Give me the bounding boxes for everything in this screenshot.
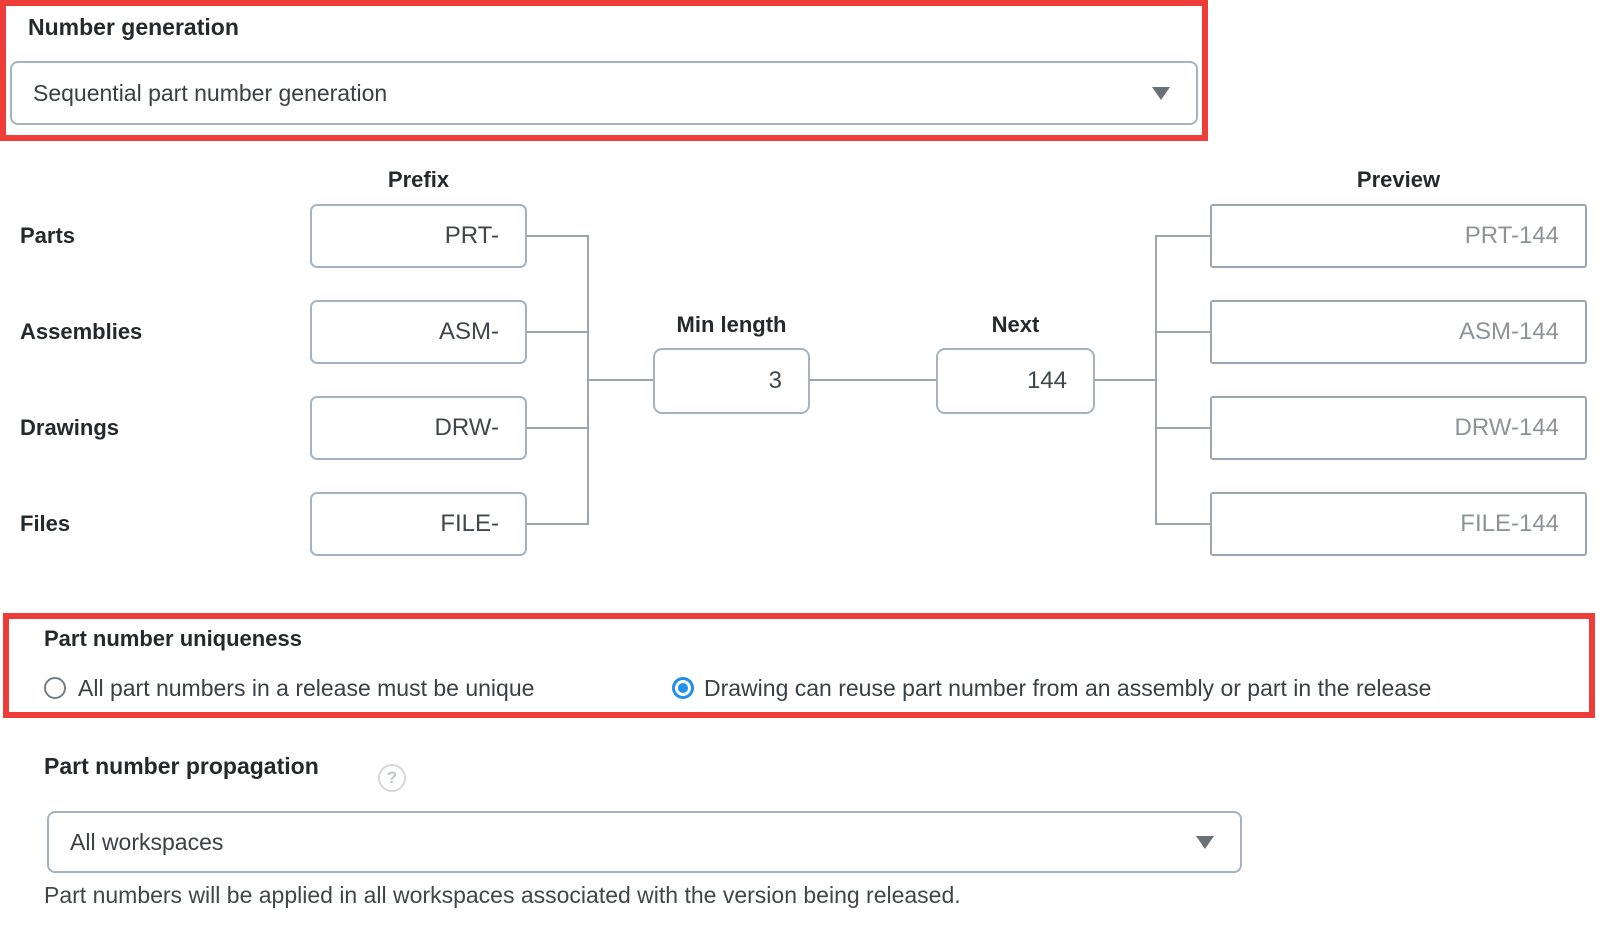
number-generation-dropdown[interactable]: Sequential part number generation	[10, 61, 1198, 125]
prefix-input-files[interactable]: FILE-	[310, 492, 527, 556]
row-label-drawings: Drawings	[20, 415, 120, 440]
connector-line	[527, 235, 587, 237]
row-label-parts: Parts	[20, 223, 76, 248]
connector-line	[1157, 427, 1210, 429]
connector-line	[1157, 331, 1210, 333]
highlight-box-number-generation	[0, 0, 1208, 141]
row-label-assemblies: Assemblies	[20, 319, 143, 344]
connector-line	[1095, 379, 1155, 381]
min-length-label: Min length	[676, 312, 787, 337]
radio-unique-part-numbers-label[interactable]: All part numbers in a release must be un…	[78, 675, 535, 701]
number-generation-label: Number generation	[28, 14, 239, 40]
preview-files: FILE-144	[1210, 492, 1587, 556]
next-number-label: Next	[991, 312, 1040, 337]
connector-line	[1157, 523, 1210, 525]
connector-line	[527, 427, 587, 429]
prefix-column-header: Prefix	[387, 167, 450, 192]
row-label-files: Files	[20, 511, 71, 536]
number-generation-dropdown-value: Sequential part number generation	[33, 79, 388, 106]
prefix-input-assemblies[interactable]: ASM-	[310, 300, 527, 364]
highlight-box-uniqueness	[3, 613, 1595, 718]
preview-drawings: DRW-144	[1210, 396, 1587, 460]
connector-bus-right	[1155, 235, 1157, 525]
connector-bus-left	[587, 235, 589, 525]
chevron-down-icon	[1152, 87, 1170, 100]
question-mark-icon[interactable]: ?	[378, 764, 406, 792]
propagation-dropdown-value: All workspaces	[70, 828, 224, 855]
propagation-label: Part number propagation	[44, 753, 319, 779]
connector-line	[527, 523, 587, 525]
chevron-down-icon	[1196, 836, 1214, 849]
radio-drawing-can-reuse-label[interactable]: Drawing can reuse part number from an as…	[704, 675, 1432, 701]
radio-drawing-can-reuse[interactable]	[672, 677, 694, 699]
prefix-input-parts[interactable]: PRT-	[310, 204, 527, 268]
prefix-input-drawings[interactable]: DRW-	[310, 396, 527, 460]
connector-line	[589, 379, 653, 381]
radio-unique-part-numbers[interactable]	[44, 677, 66, 699]
preview-parts: PRT-144	[1210, 204, 1587, 268]
connector-line	[527, 331, 587, 333]
propagation-description: Part numbers will be applied in all work…	[44, 882, 961, 908]
preview-column-header: Preview	[1356, 167, 1441, 192]
min-length-input[interactable]: 3	[653, 348, 810, 414]
connector-line	[810, 379, 936, 381]
next-number-input[interactable]: 144	[936, 348, 1095, 414]
preview-assemblies: ASM-144	[1210, 300, 1587, 364]
connector-line	[1157, 235, 1210, 237]
propagation-dropdown[interactable]: All workspaces	[47, 811, 1242, 873]
uniqueness-label: Part number uniqueness	[44, 626, 302, 651]
